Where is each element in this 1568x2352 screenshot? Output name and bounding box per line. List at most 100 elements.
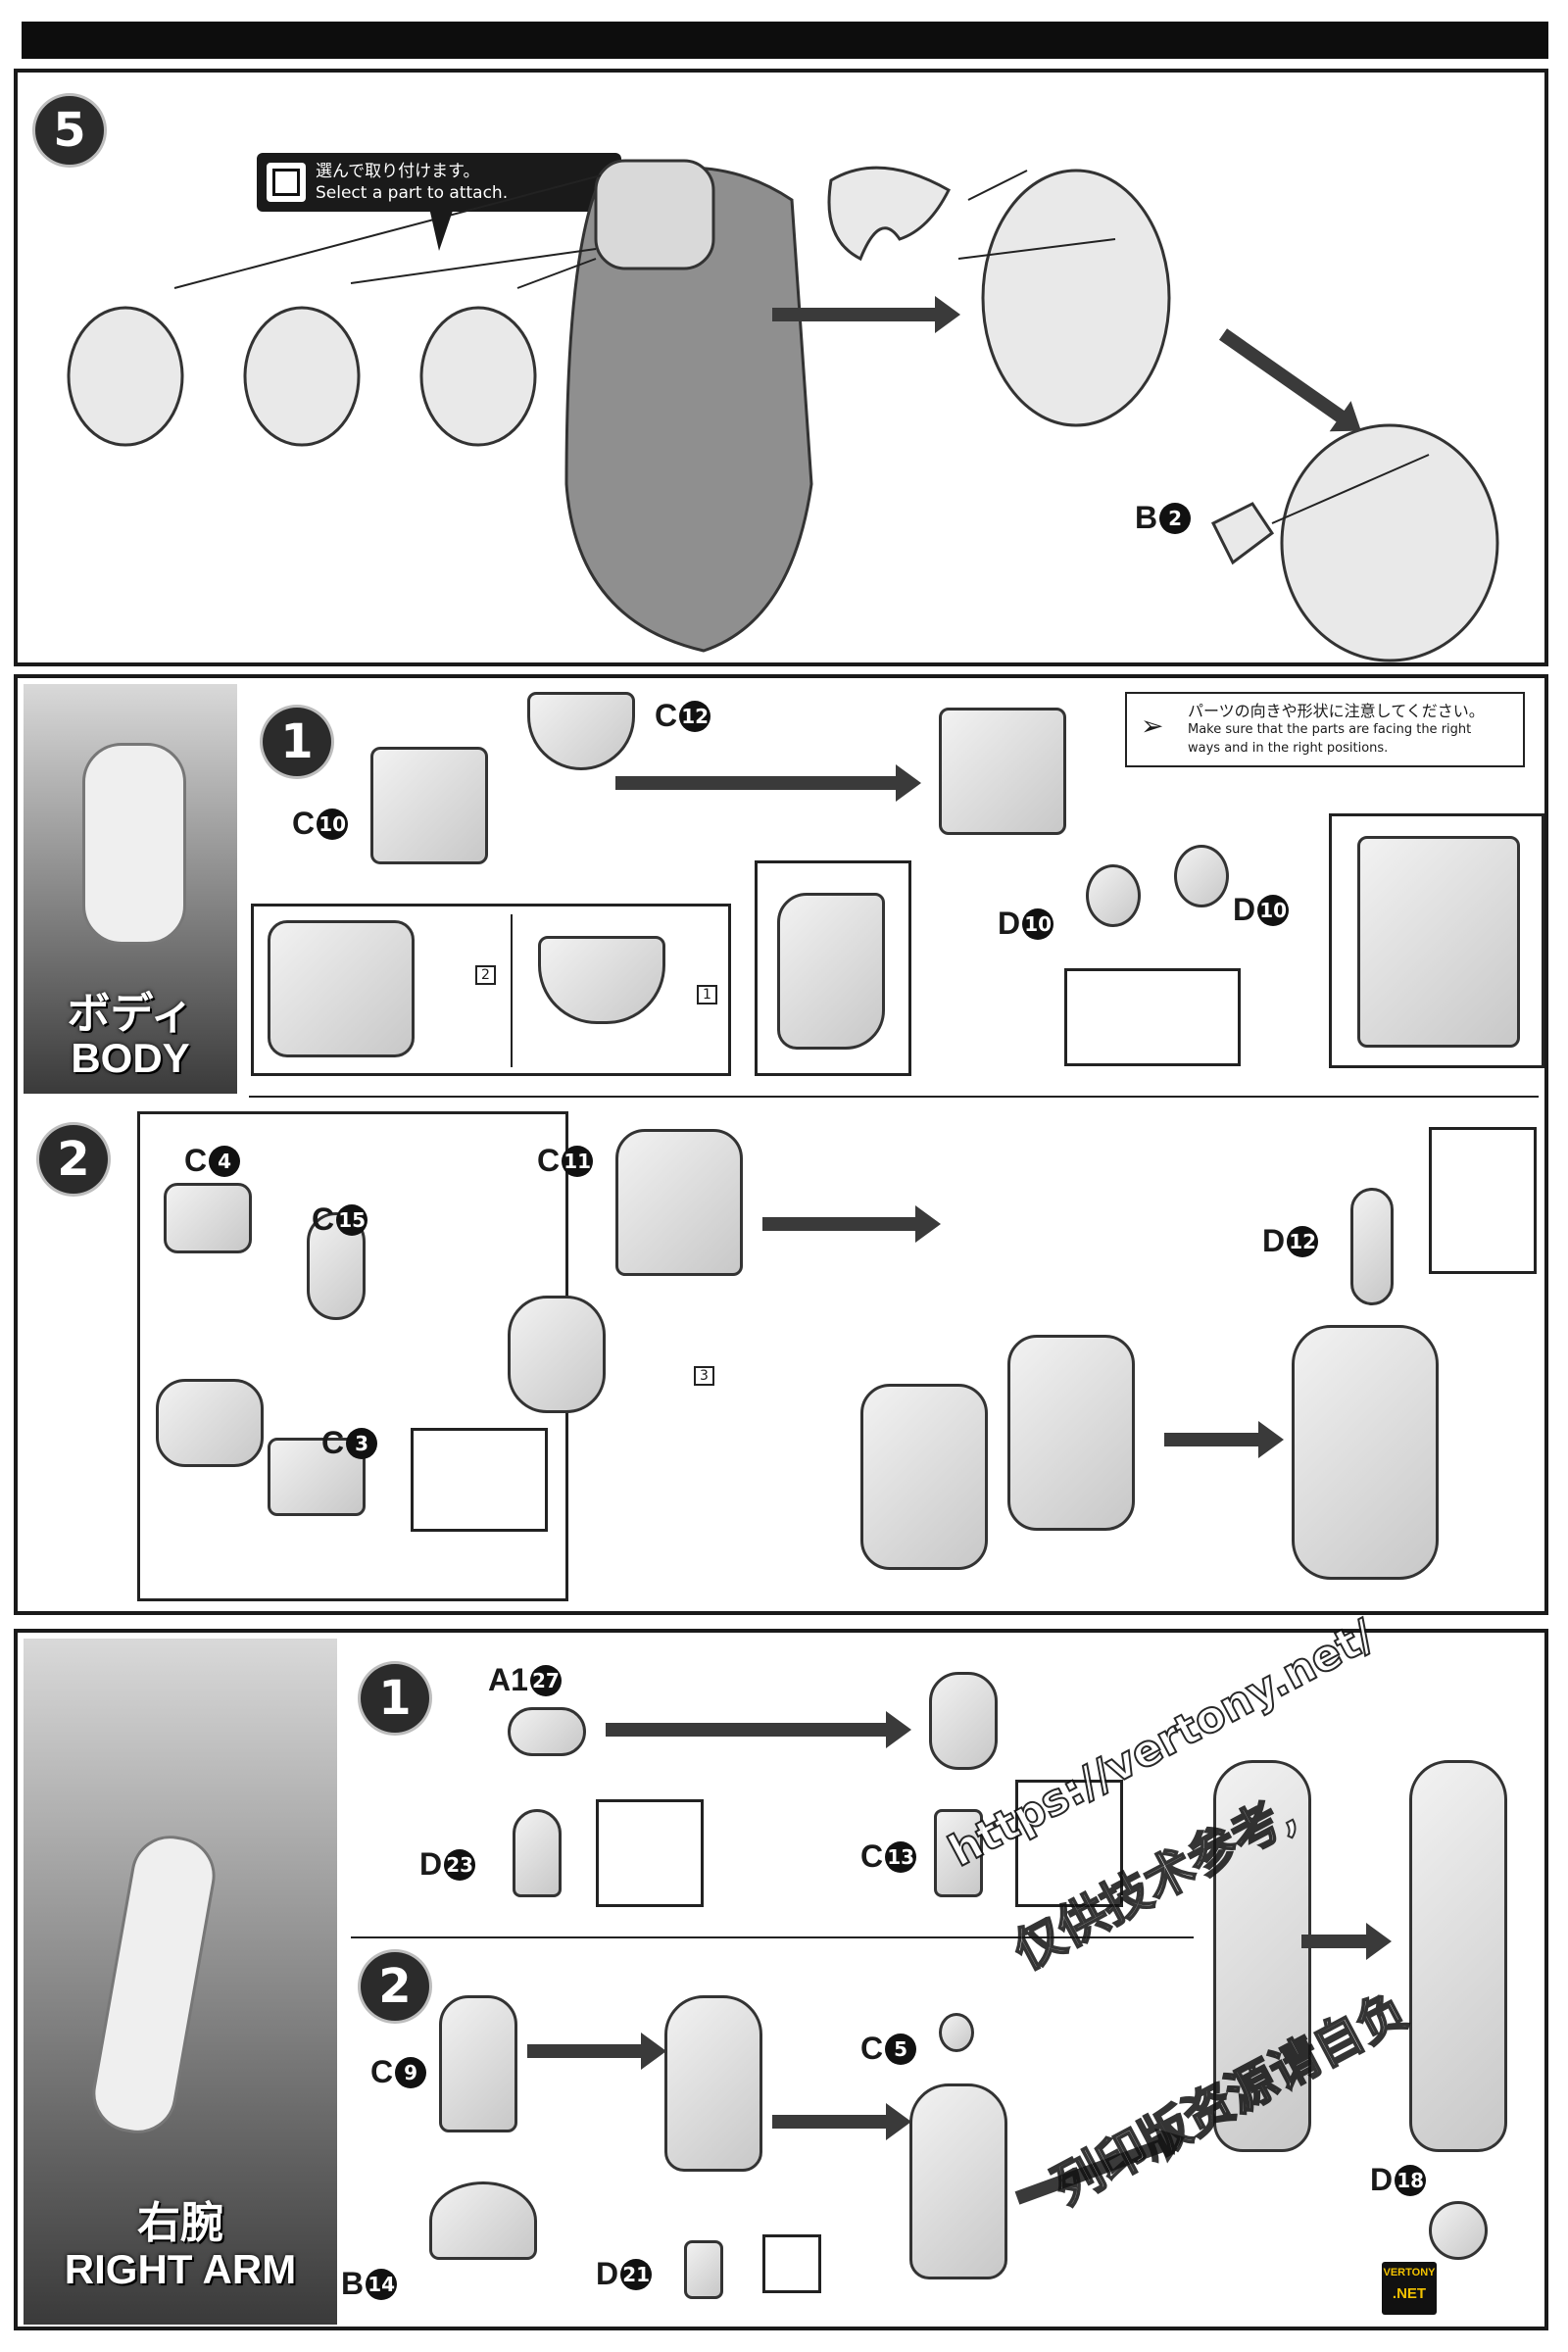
step-badge: 2 (361, 1952, 429, 2021)
part-upper-arm (929, 1672, 998, 1770)
notice-jp: パーツの向きや形状に注意してください。 (1188, 702, 1485, 720)
torso-back (1007, 1335, 1135, 1531)
side-hair-part (827, 166, 951, 262)
select-icon (267, 163, 306, 202)
head-option-2 (243, 306, 361, 447)
part-b14 (429, 2181, 537, 2260)
notice-en: Select a part to attach. (316, 183, 509, 203)
flow-arrow (1164, 1421, 1284, 1458)
caution-icon: ➢ (1141, 710, 1164, 742)
part-d12 (1350, 1188, 1394, 1305)
part-detail (268, 920, 415, 1057)
arm-sidebar: 右腕 RIGHT ARM (24, 1639, 337, 2325)
arm-mid-assembly (1213, 1760, 1311, 2152)
assembled-head (981, 169, 1171, 427)
part-c5 (939, 2013, 974, 2052)
part-detail (538, 936, 665, 1024)
step-badge: 2 (39, 1125, 108, 1194)
detail-box-cut: 2 1 (251, 904, 731, 1076)
part-d21 (684, 2240, 723, 2299)
final-head (1280, 423, 1499, 662)
hair-top (594, 159, 715, 270)
flow-arrow (772, 2103, 911, 2140)
sidebar-figure (82, 743, 186, 945)
head-option-1 (67, 306, 184, 447)
step5-illustration (67, 159, 1499, 662)
flow-arrow (527, 2033, 666, 2070)
callout-pointer (429, 208, 454, 251)
section-divider (249, 1096, 1539, 1098)
part-d18-hand (1429, 2201, 1488, 2260)
select-part-notice: 選んで取り付けます。 Select a part to attach. (257, 153, 621, 212)
flow-arrow (762, 1205, 941, 1243)
detail-box-d23 (596, 1799, 704, 1907)
notice-jp: 選んで取り付けます。 (316, 162, 480, 181)
tag-1: 1 (697, 985, 717, 1004)
arm-final-assembly (1409, 1760, 1507, 2152)
part-b2 (1210, 502, 1275, 565)
flow-arrow (1301, 1923, 1392, 1960)
sleeve-assembled (664, 1995, 762, 2172)
part-c10 (370, 747, 488, 864)
detail-box-d12 (1429, 1127, 1537, 1274)
sidebar-figure (86, 1829, 221, 2140)
tag-2: 2 (475, 965, 496, 985)
divider (511, 914, 513, 1067)
detail-box-c3 (411, 1428, 548, 1532)
body-sidebar: ボディ BODY (24, 684, 237, 1094)
step-badge: 1 (361, 1664, 429, 1733)
part-c10-assembled (939, 708, 1066, 835)
part-c11 (615, 1129, 743, 1276)
sleeve-with-c5 (909, 2083, 1007, 2279)
head-option-3 (419, 306, 537, 447)
orientation-notice: ➢ パーツの向きや形状に注意してください。 Make sure that the… (1125, 692, 1525, 767)
part-c4-assembled (156, 1379, 264, 1467)
part-d23 (513, 1809, 562, 1897)
detail-box-d10 (1064, 968, 1241, 1066)
part-c13 (934, 1809, 983, 1897)
detail-box-c13 (1015, 1780, 1123, 1907)
sidebar-title-jp: 右腕 (137, 2198, 223, 2248)
notice-en-2: ways and in the right positions. (1188, 741, 1389, 756)
part-c12 (527, 692, 635, 770)
part-c9 (439, 1995, 517, 2132)
torso-front (860, 1384, 988, 1570)
detail-box-c4 (137, 1111, 568, 1601)
sidebar-title-jp: ボディ (67, 989, 194, 1039)
section-divider (351, 1936, 1194, 1938)
part-d10-right (1174, 845, 1229, 907)
top-black-bar (22, 22, 1548, 59)
vertony-logo: VERTONY .NET (1382, 2262, 1437, 2315)
sidebar-title-en: RIGHT ARM (64, 2246, 297, 2292)
torso-assembled (1292, 1325, 1439, 1580)
notice-en-1: Make sure that the parts are facing the … (1188, 722, 1472, 737)
part-detail (1357, 836, 1520, 1048)
flow-arrow (615, 764, 921, 802)
step-badge: 5 (35, 96, 104, 165)
step-badge: 1 (263, 708, 331, 776)
part-detail (777, 893, 885, 1050)
part-d10-left (1086, 864, 1141, 927)
flow-arrow (606, 1711, 911, 1748)
detail-box-inside (1329, 813, 1544, 1068)
hair-back (564, 166, 813, 653)
part-c4 (164, 1183, 252, 1253)
